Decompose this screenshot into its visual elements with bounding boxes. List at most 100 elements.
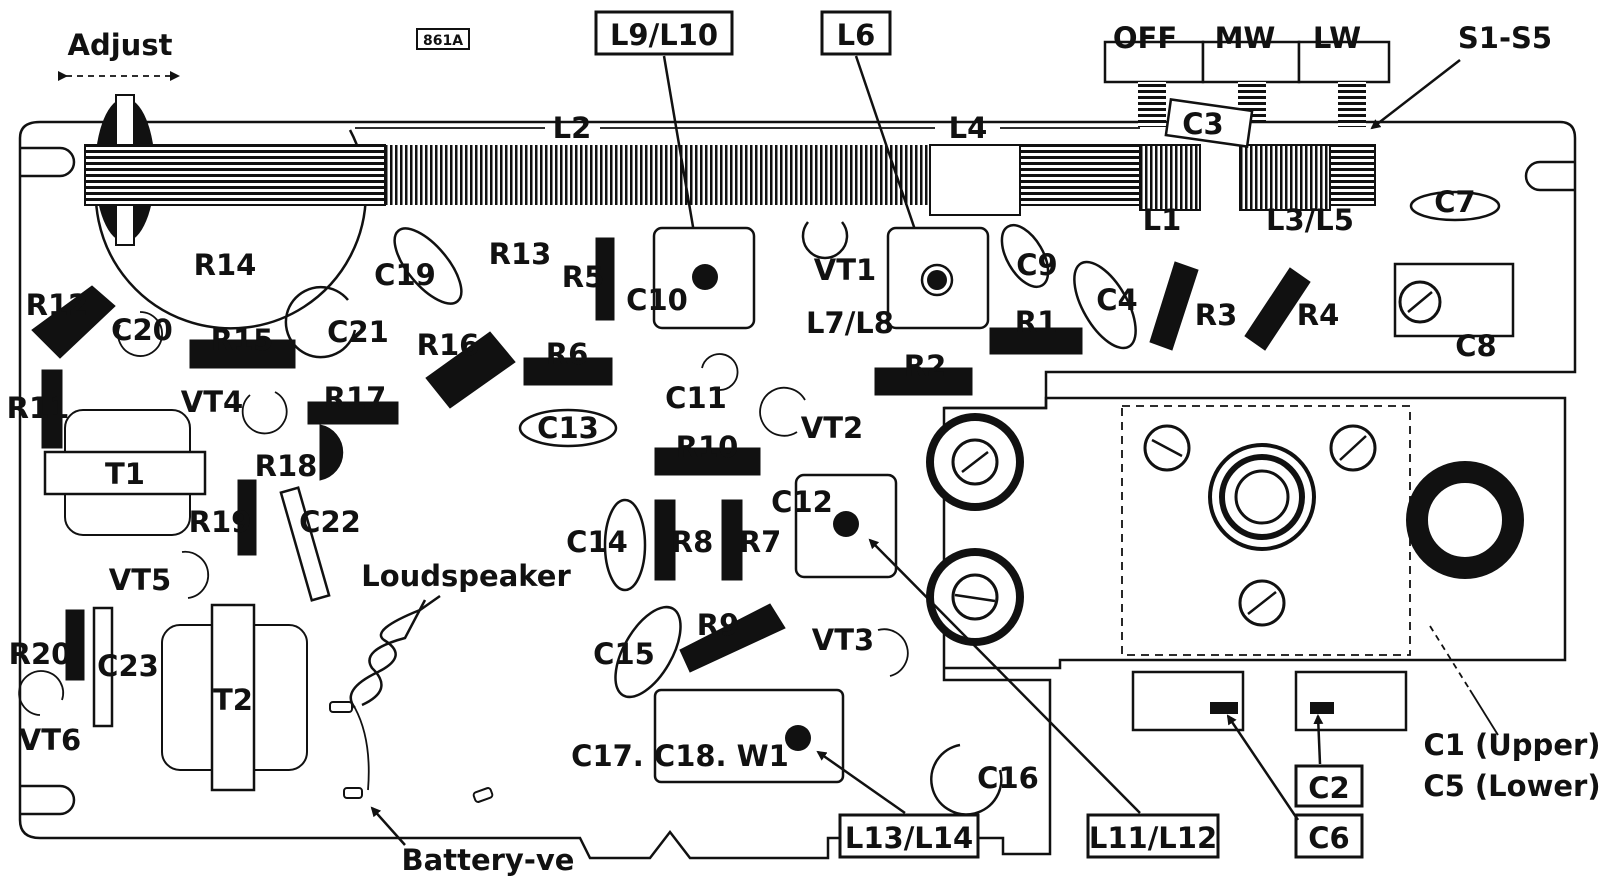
c13-body (518, 408, 618, 448)
if-core-l13-l14[interactable] (785, 725, 811, 751)
if-core-l11-l12[interactable] (833, 511, 859, 537)
label-r7: R7 (739, 525, 782, 559)
label-r6: R6 (546, 337, 589, 371)
label-r8: R8 (671, 525, 714, 559)
t2-winding (210, 603, 256, 792)
label-r11: R11 (7, 391, 70, 425)
r6-body (523, 357, 613, 386)
label-l2: L2 (553, 111, 592, 145)
label-l9-l10: L9/L10 (610, 18, 718, 52)
r20-body (65, 609, 85, 681)
label-r1: R1 (1015, 305, 1058, 339)
r19-body (237, 479, 257, 556)
c1-c5-leader-solid (1469, 689, 1499, 736)
label-l3-l5: L3/L5 (1266, 203, 1354, 237)
label-c2: C2 (1308, 771, 1349, 805)
c15-body (614, 605, 682, 699)
r3-body (1149, 261, 1199, 351)
label-c12: C12 (771, 485, 833, 519)
label-c3: C3 (1182, 107, 1223, 141)
gang-grommet (1406, 461, 1524, 579)
label-r19: R19 (189, 505, 252, 539)
label-c22: C22 (299, 505, 361, 539)
label-c8: C8 (1455, 329, 1496, 363)
vt1-body (801, 221, 849, 260)
gang-tab-1 (1131, 670, 1245, 732)
board-slot-right (1524, 160, 1575, 192)
c20-body (117, 311, 163, 357)
board-outline (18, 120, 1577, 860)
gang-trimmer-upper-slot (961, 451, 989, 473)
boxed-l6 (820, 10, 892, 56)
label-c5-lower: C5 (Lower) (1423, 769, 1600, 803)
label-r16: R16 (417, 328, 480, 362)
label-c13: C13 (537, 411, 599, 445)
label-t2: T2 (213, 683, 253, 717)
gang-tag-c2 (1310, 702, 1334, 714)
label-c15: C15 (593, 637, 655, 671)
c4-body (1073, 260, 1137, 350)
label-c20: C20 (111, 313, 173, 347)
boxed-l13-l14 (838, 813, 980, 859)
r11-body (41, 369, 63, 449)
gang-frame (944, 396, 1567, 670)
label-c6: C6 (1308, 821, 1349, 855)
loudspeaker-lead (349, 594, 441, 709)
if-core-l9-l10[interactable] (692, 264, 718, 290)
adjust-label: Adjust (68, 28, 173, 62)
r9-body (679, 603, 786, 673)
vt4-body (241, 391, 288, 435)
r8-body (654, 499, 676, 581)
vt5-body (181, 550, 210, 599)
label-vt6: VT6 (19, 723, 81, 757)
c21-body (284, 285, 357, 359)
switch-spring-1 (1138, 82, 1166, 127)
label-r5: R5 (562, 260, 605, 294)
label-r2: R2 (904, 349, 947, 383)
switch-s1-s5[interactable] (1103, 40, 1391, 127)
label-r20: R20 (9, 637, 72, 671)
switch-label-off: OFF (1113, 21, 1177, 55)
l11-l12-arrow (868, 538, 1141, 814)
vt6-body (18, 670, 65, 716)
boxed-c2 (1294, 764, 1364, 808)
lead-terminal-3 (472, 787, 494, 803)
figure-code-box (416, 28, 470, 50)
label-l13-l14: L13/L14 (845, 821, 973, 855)
c1-c5-leader (1429, 625, 1471, 691)
label-c11: C11 (665, 381, 727, 415)
label-c1-upper: C1 (Upper) (1423, 728, 1600, 762)
switch-label-lw: LW (1313, 21, 1361, 55)
gang-tag-c6 (1210, 702, 1238, 714)
c16-body (930, 743, 1003, 816)
label-vt5: VT5 (109, 563, 171, 597)
lead-terminal-1 (329, 701, 353, 713)
label-vt3: VT3 (812, 623, 874, 657)
r10-body (654, 447, 761, 476)
r2-body (874, 367, 973, 396)
tuning-capacitor-outline (94, 129, 368, 330)
c14-body (603, 498, 647, 592)
figure-code: 861A (423, 33, 463, 49)
battery-lead (354, 707, 370, 791)
c11-body (701, 353, 739, 391)
r5-body (595, 237, 615, 321)
lead-terminal-2 (343, 787, 363, 799)
gang-tab-2 (1294, 670, 1408, 732)
r17-body (307, 401, 399, 425)
r1-body (989, 327, 1083, 355)
label-l1: L1 (1143, 203, 1182, 237)
label-c10: C10 (626, 283, 688, 317)
c8-screw-slot (1407, 291, 1433, 313)
label-l4: L4 (949, 111, 988, 145)
label-c9: C9 (1016, 248, 1057, 282)
c7-body (1409, 190, 1501, 222)
label-c16: C16 (977, 761, 1039, 795)
vt3-body (877, 628, 909, 677)
label-r15: R15 (211, 323, 274, 357)
label-loudspeaker: Loudspeaker (361, 559, 571, 593)
switch-label-mw: MW (1215, 21, 1276, 55)
boxed-l9-l10 (594, 10, 734, 56)
label-c19: C19 (374, 258, 436, 292)
label-r13: R13 (489, 237, 552, 271)
